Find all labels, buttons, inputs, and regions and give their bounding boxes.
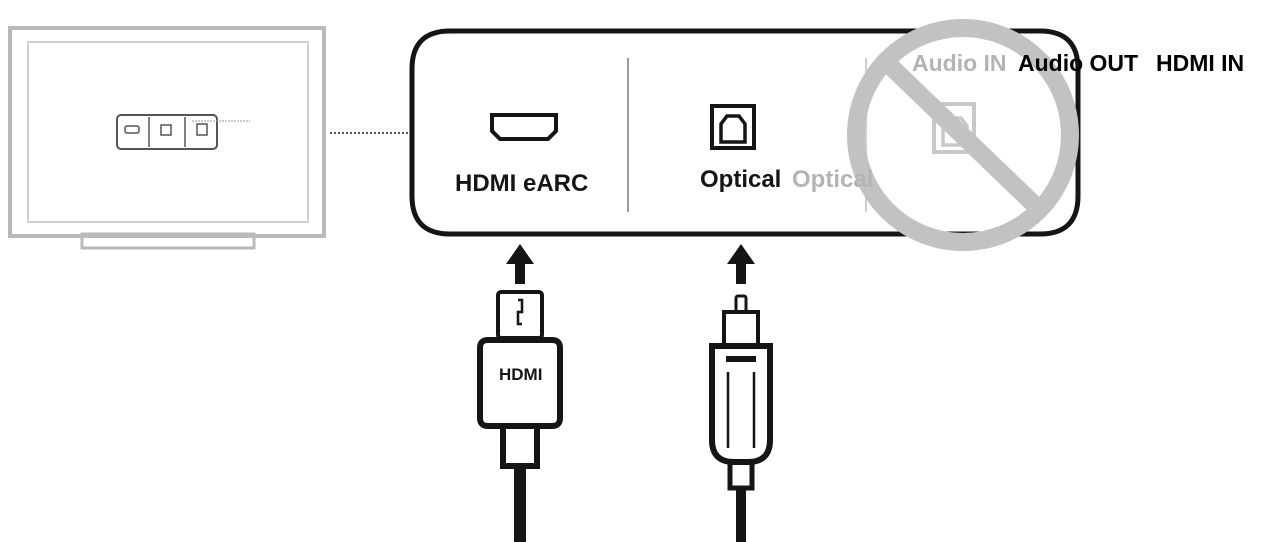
optical-label: Optical [700,166,782,193]
television-icon [8,26,326,250]
audio-out-label: Audio OUT [1018,50,1139,76]
optical-port-icon [710,104,756,150]
hdmi-earc-label: HDMI eARC [455,170,589,197]
optical-label-inactive: Optical [792,166,874,193]
back-panel [409,28,1081,237]
tv-port-panel [116,114,250,150]
audio-in-label: Audio IN [912,50,1007,76]
arrow-up-icon-optical [727,244,755,284]
hdmi-plug-label: HDMI [499,365,543,384]
prohibited-icon [847,19,1079,251]
optical-plug-icon [709,294,773,542]
hdmi-plug-icon [477,290,563,542]
hdmi-port-icon [490,113,558,141]
arrow-up-icon [506,244,534,284]
hdmi-in-label: HDMI IN [1156,50,1245,76]
